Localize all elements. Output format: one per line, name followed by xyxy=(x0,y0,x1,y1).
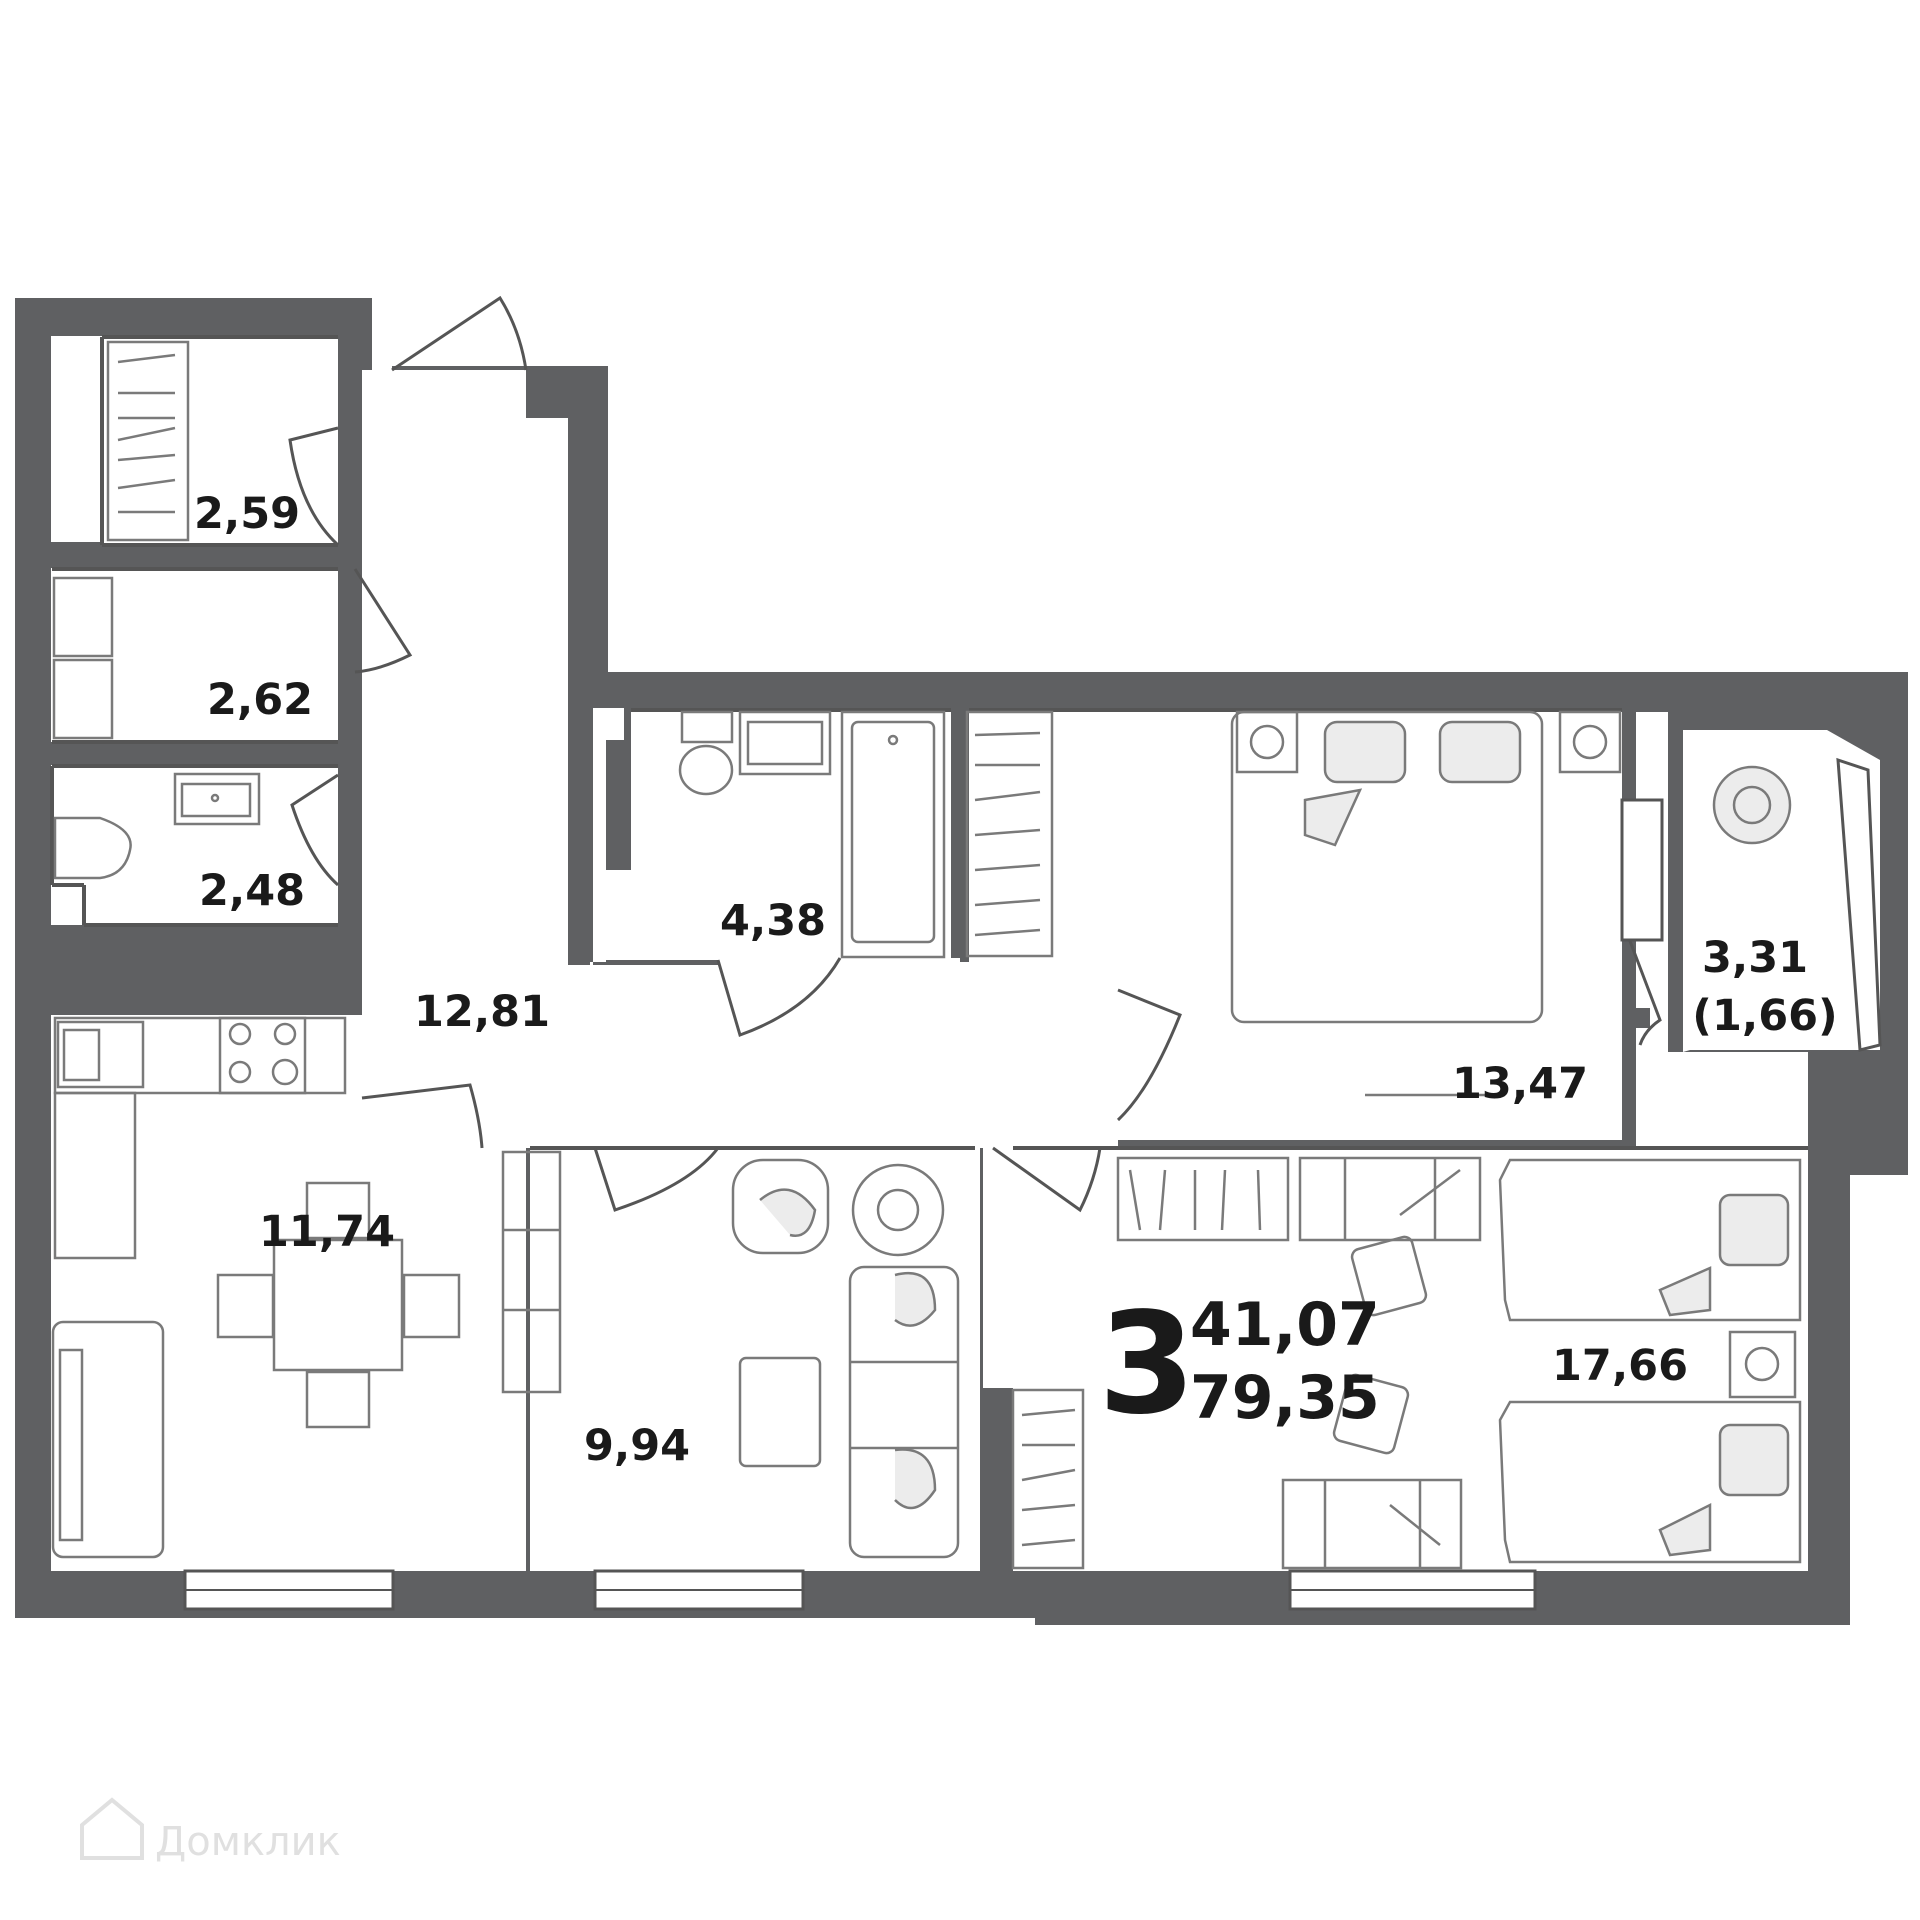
kids-desk-bottom-icon xyxy=(1281,1478,1463,1570)
round-table-icon xyxy=(851,1163,945,1257)
wc-door xyxy=(290,773,339,887)
bedroom-window xyxy=(1620,798,1664,942)
bathroom-sink-icon xyxy=(738,710,832,776)
wardrobe-door xyxy=(353,568,413,674)
windows xyxy=(183,757,1882,1611)
bedroom-wardrobe-icon xyxy=(965,710,1054,958)
apartment-summary: 3 41,07 79,35 xyxy=(1098,1283,1380,1446)
kitchen-counter-icon xyxy=(53,1016,347,1260)
total-area: 79,35 xyxy=(1190,1363,1380,1433)
watermark-text: Домклик xyxy=(155,1819,341,1865)
dining-table-icon xyxy=(216,1181,461,1429)
wardrobe-cabinet-icon xyxy=(52,576,114,740)
wc-sink-icon xyxy=(173,772,261,826)
entrance-door xyxy=(391,295,528,372)
area-bathroom: 4,38 xyxy=(720,896,826,946)
bath-door xyxy=(716,957,842,1037)
area-balcony-reduced: (1,66) xyxy=(1692,991,1837,1041)
kids-shelves-icon xyxy=(1116,1156,1290,1242)
balcony-window xyxy=(1836,757,1882,1052)
partitions xyxy=(50,335,1808,1150)
area-labels: 2,59 2,62 2,48 12,81 11,74 4,38 13,47 3,… xyxy=(194,489,1838,1471)
pantry-shelves-icon xyxy=(106,340,190,542)
armchair-icon xyxy=(731,1158,830,1255)
walls xyxy=(15,298,1908,1625)
coffee-table-icon xyxy=(738,1356,822,1468)
plant-icon xyxy=(1712,765,1792,845)
living-door xyxy=(593,1147,720,1212)
double-bed-icon xyxy=(1230,710,1622,1024)
bathroom-toilet-icon xyxy=(678,710,734,796)
area-kids-room: 17,66 xyxy=(1552,1341,1688,1391)
living-sofa-icon xyxy=(848,1265,960,1559)
room-interiors xyxy=(52,337,1880,1570)
stove-icon xyxy=(218,1016,307,1095)
area-hall: 12,81 xyxy=(414,987,550,1037)
area-bedroom: 13,47 xyxy=(1452,1059,1588,1109)
area-wardrobe: 2,62 xyxy=(207,675,313,725)
kids-chair-top-icon xyxy=(1350,1235,1428,1317)
kids-door xyxy=(992,1146,1102,1213)
area-pantry: 2,59 xyxy=(194,489,300,539)
living-area-total: 41,07 xyxy=(1190,1290,1380,1360)
bathtub-icon xyxy=(840,710,946,959)
bedroom-door xyxy=(1116,988,1182,1122)
area-balcony: 3,31 xyxy=(1702,933,1808,983)
pantry-door xyxy=(288,426,340,547)
rooms-count: 3 xyxy=(1098,1283,1195,1446)
kitchen-door xyxy=(361,1083,484,1149)
area-wc: 2,48 xyxy=(199,866,305,916)
area-kitchen: 11,74 xyxy=(259,1207,395,1257)
kitchen-sofa-icon xyxy=(51,1320,165,1559)
balcony-door xyxy=(1620,919,1662,1046)
house-icon xyxy=(80,1797,144,1860)
watermark: Домклик xyxy=(80,1797,341,1865)
living-shelf-icon xyxy=(501,1150,562,1394)
kids-bed-bottom-icon xyxy=(1498,1400,1802,1564)
nightstand-icon xyxy=(1728,1330,1797,1399)
furniture xyxy=(51,340,1802,1570)
area-living: 9,94 xyxy=(584,1421,690,1471)
toilet-icon xyxy=(53,816,132,880)
kids-wardrobe-icon xyxy=(1011,1388,1085,1570)
kids-chair-bottom-icon xyxy=(1332,1373,1410,1455)
kids-bed-top-icon xyxy=(1498,1158,1802,1322)
doors xyxy=(288,295,1662,1213)
